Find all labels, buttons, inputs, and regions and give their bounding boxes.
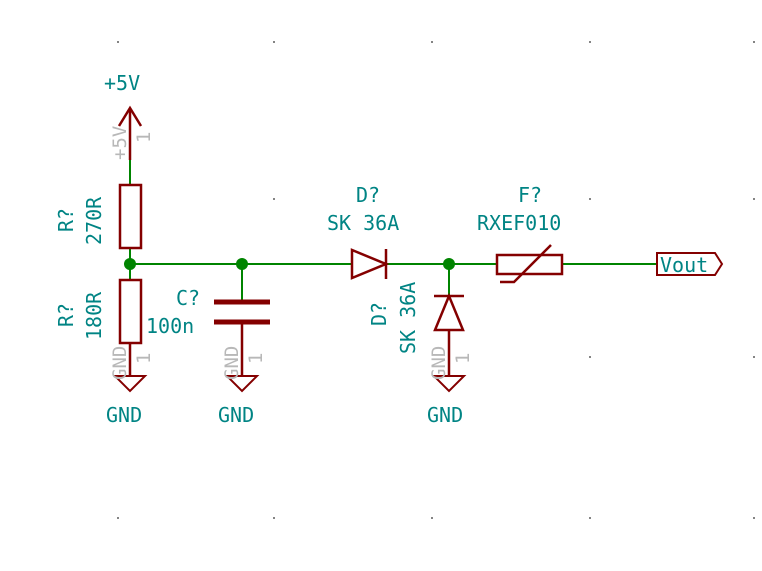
- capacitor-c1[interactable]: C? 100n: [146, 286, 270, 376]
- diode-d2[interactable]: D? SK 36A: [367, 282, 465, 376]
- d1-value: SK 36A: [327, 211, 399, 235]
- power-5v-symbol[interactable]: +5V +5V 1: [104, 71, 155, 160]
- c1-ref: C?: [176, 286, 200, 310]
- gnd-3-pin-name: GND: [428, 346, 450, 380]
- gnd-3-label: GND: [427, 403, 463, 427]
- power-5v-label: +5V: [104, 71, 140, 95]
- junctions: [124, 258, 455, 270]
- resistor-r2[interactable]: R? 180R: [54, 278, 143, 376]
- junction-dot: [124, 258, 136, 270]
- gnd-2-label: GND: [218, 403, 254, 427]
- gnd-2-pin-num: 1: [245, 353, 267, 364]
- gnd-2-pin-name: GND: [221, 346, 243, 380]
- d1-ref: D?: [356, 183, 380, 207]
- d2-ref: D?: [367, 302, 391, 326]
- diode-d1[interactable]: D? SK 36A: [327, 183, 399, 280]
- gnd-symbol-2[interactable]: GND 1 GND: [218, 346, 267, 427]
- gnd-symbol-3[interactable]: GND 1 GND: [427, 346, 474, 427]
- junction-dot: [443, 258, 455, 270]
- r2-ref: R?: [54, 303, 78, 327]
- power-5v-pin-num: 1: [133, 132, 155, 143]
- c1-value: 100n: [146, 314, 194, 338]
- d2-value: SK 36A: [396, 282, 420, 354]
- power-5v-pin-name: +5V: [109, 126, 131, 160]
- vout-label[interactable]: Vout: [656, 252, 724, 277]
- ptc-fuse-f1[interactable]: F? RXEF010: [477, 183, 564, 284]
- r1-value: 270R: [82, 196, 106, 245]
- r1-ref: R?: [54, 208, 78, 232]
- gnd-1-label: GND: [106, 403, 142, 427]
- gnd-3-pin-num: 1: [452, 353, 474, 364]
- resistor-r1[interactable]: R? 270R: [54, 183, 143, 250]
- gnd-1-pin-num: 1: [133, 353, 155, 364]
- r2-value: 180R: [82, 291, 106, 340]
- vout-text: Vout: [660, 253, 708, 277]
- f1-ref: F?: [518, 183, 542, 207]
- gnd-1-pin-name: GND: [109, 346, 131, 380]
- grid-dots: [117, 41, 755, 519]
- junction-dot: [236, 258, 248, 270]
- f1-value: RXEF010: [477, 211, 561, 235]
- gnd-symbol-1[interactable]: GND 1 GND: [106, 346, 155, 427]
